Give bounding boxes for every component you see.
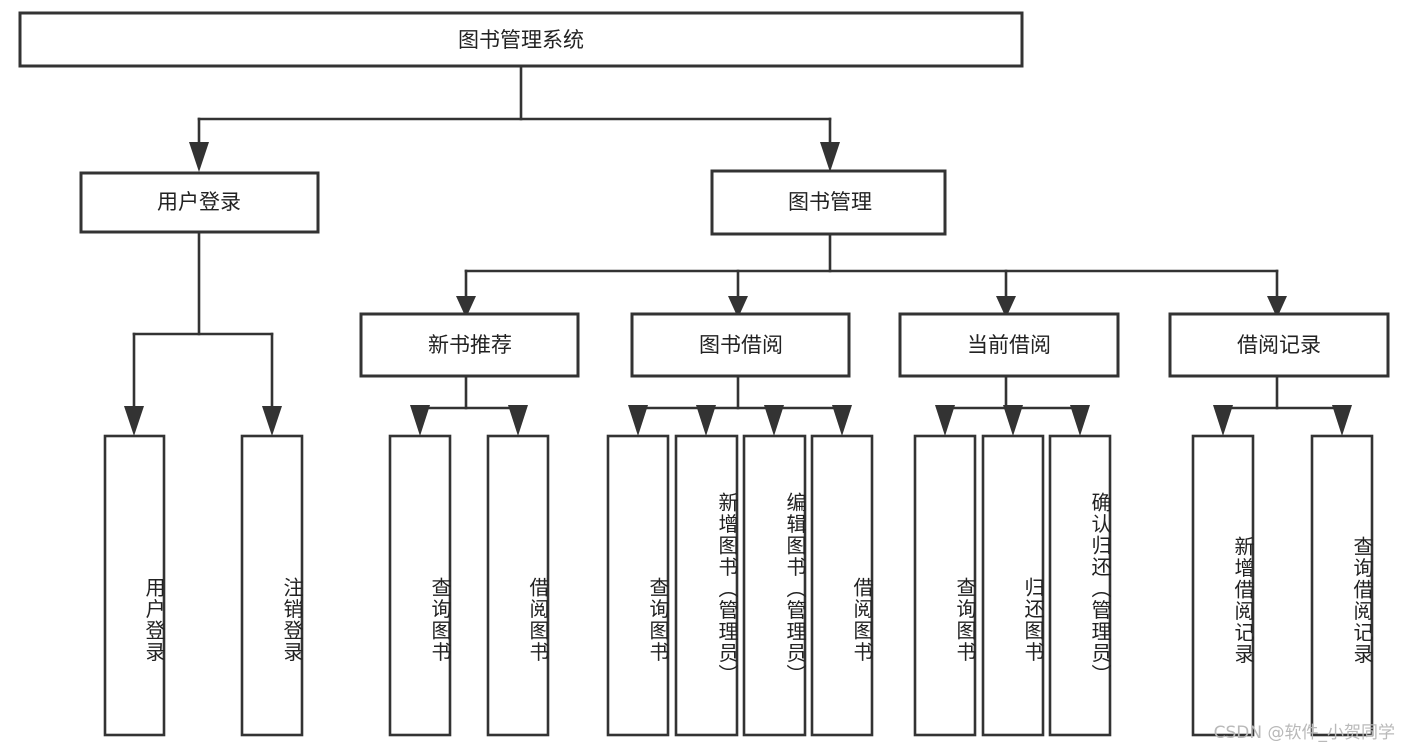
leaf-box-user-login[interactable] xyxy=(103,434,166,737)
book-borrow-box[interactable] xyxy=(630,312,851,378)
arrow-icon-leaf-edit-book xyxy=(764,405,784,436)
arrow-icon-leaf-query-book-2 xyxy=(628,405,648,436)
watermark-text: CSDN @软件_小贺同学 xyxy=(1213,723,1395,743)
arrow-icon-leaf-confirm-return xyxy=(1070,405,1090,436)
arrow-icon-leaf-query-record xyxy=(1332,405,1352,436)
node-user-login[interactable]: 用户登录 xyxy=(79,171,320,234)
leaf-box-query-book-3[interactable] xyxy=(913,434,977,737)
book-management-box[interactable] xyxy=(710,169,947,236)
arrow-icon-borrow-record xyxy=(1267,296,1287,318)
node-root[interactable]: 图书管理系统 xyxy=(18,11,1024,68)
borrow-record-box[interactable] xyxy=(1168,312,1390,378)
arrow-icon-user-login xyxy=(189,142,209,172)
leaf-box-return-book[interactable] xyxy=(981,434,1045,737)
arrow-icon-leaf-add-book xyxy=(696,405,716,436)
current-borrow-label: 当前借阅 xyxy=(967,333,1051,357)
root-label: 图书管理系统 xyxy=(458,28,584,52)
leaf-box-query-book-1[interactable] xyxy=(388,434,452,737)
borrow-record-label: 借阅记录 xyxy=(1237,333,1321,357)
leaf-box-add-record[interactable] xyxy=(1191,434,1255,737)
arrow-icon-leaf-add-record xyxy=(1213,405,1233,436)
arrow-icon-leaf-query-book-3 xyxy=(935,405,955,436)
arrow-icon-leaf-user-login xyxy=(124,406,144,436)
book-borrow-label: 图书借阅 xyxy=(699,333,783,357)
leaf-box-query-record[interactable] xyxy=(1310,434,1374,737)
root-box[interactable] xyxy=(18,11,1024,68)
book-management-label: 图书管理 xyxy=(788,190,872,214)
node-current-borrow[interactable]: 当前借阅 xyxy=(898,312,1120,378)
leaf-box-edit-book[interactable] xyxy=(742,434,807,737)
arrow-heads xyxy=(124,142,1352,436)
node-book-borrow[interactable]: 图书借阅 xyxy=(630,312,851,378)
arrow-icon-current-borrow xyxy=(996,296,1016,318)
arrow-icon-leaf-return-book xyxy=(1003,405,1023,436)
arrow-icon-leaf-borrow-book-1 xyxy=(508,405,528,436)
new-book-recommend-box[interactable] xyxy=(359,312,580,378)
arrow-icon-leaf-logout xyxy=(262,406,282,436)
leaf-boxes xyxy=(103,434,1374,737)
arrow-icon-book-borrow xyxy=(728,296,748,318)
leaf-box-logout[interactable] xyxy=(240,434,304,737)
leaf-box-borrow-book-2[interactable] xyxy=(810,434,874,737)
leaf-box-confirm-return[interactable] xyxy=(1048,434,1112,737)
arrow-icon-leaf-query-book-1 xyxy=(410,405,430,436)
arrow-icon-new-book-recommend xyxy=(456,296,476,318)
arrow-icon-book-management xyxy=(820,142,840,172)
arrow-icon-leaf-borrow-book-2 xyxy=(832,405,852,436)
node-borrow-record[interactable]: 借阅记录 xyxy=(1168,312,1390,378)
leaf-box-borrow-book-1[interactable] xyxy=(486,434,550,737)
leaf-box-query-book-2[interactable] xyxy=(606,434,670,737)
node-new-book-recommend[interactable]: 新书推荐 xyxy=(359,312,580,378)
new-book-recommend-label: 新书推荐 xyxy=(428,333,512,357)
node-book-management[interactable]: 图书管理 xyxy=(710,169,947,236)
leaf-box-add-book[interactable] xyxy=(674,434,739,737)
current-borrow-box[interactable] xyxy=(898,312,1120,378)
user-login-box[interactable] xyxy=(79,171,320,234)
user-login-label: 用户登录 xyxy=(157,190,241,214)
